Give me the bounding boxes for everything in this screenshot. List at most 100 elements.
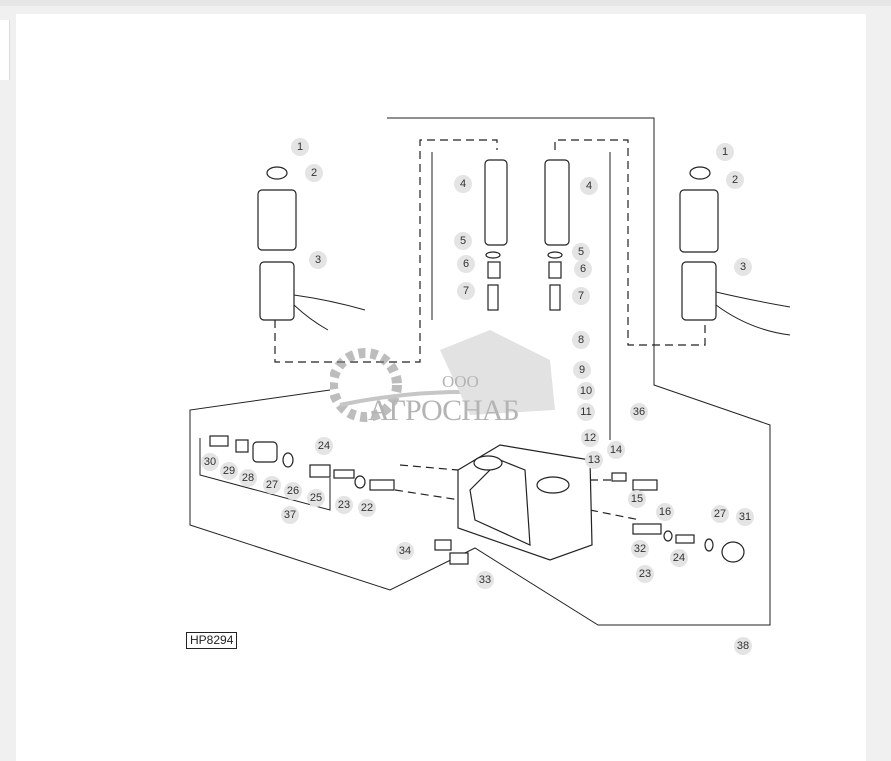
callout-number: 2 (732, 174, 738, 186)
callout-bubble (630, 403, 648, 421)
callout-number: 24 (673, 552, 685, 564)
callout-number: 2 (311, 167, 317, 179)
callout-23: 23 (335, 496, 353, 514)
callout-11: 11 (577, 403, 595, 421)
callout-bubble (307, 489, 325, 507)
callout-32: 32 (631, 540, 649, 558)
callout-38: 38 (734, 637, 752, 655)
solenoid-right (679, 166, 791, 336)
callout-6: 6 (574, 260, 592, 278)
callout-number: 5 (578, 246, 584, 258)
callout-36: 36 (630, 403, 648, 421)
callout-bubble (736, 508, 754, 526)
callout-bubble (281, 506, 299, 524)
callout-9: 9 (573, 361, 591, 379)
callout-number: 6 (580, 263, 586, 275)
callout-bubble (201, 453, 219, 471)
callout-number: 30 (204, 456, 216, 468)
callout-bubble (396, 542, 414, 560)
callout-number: 38 (737, 640, 749, 652)
callout-bubble (454, 232, 472, 250)
callout-7: 7 (457, 282, 475, 300)
gear-logo-icon (330, 330, 555, 422)
callout-number: 32 (634, 543, 646, 555)
callout-number: 6 (463, 258, 469, 270)
callout-number: 23 (338, 499, 350, 511)
callout-3: 3 (734, 258, 752, 276)
callout-3: 3 (309, 251, 327, 269)
callout-16: 16 (656, 503, 674, 521)
callout-number: 9 (579, 364, 585, 376)
callout-27: 27 (263, 476, 281, 494)
callout-bubble (335, 496, 353, 514)
callout-bubble (607, 441, 625, 459)
callout-33: 33 (476, 571, 494, 589)
callout-bubble (309, 251, 327, 269)
callout-number: 27 (714, 508, 726, 520)
callout-bubble (263, 476, 281, 494)
callout-bubble (577, 403, 595, 421)
callout-bubble (284, 482, 302, 500)
callout-number: 13 (588, 454, 600, 466)
callout-31: 31 (736, 508, 754, 526)
callout-5: 5 (454, 232, 472, 250)
callout-number: 33 (479, 574, 491, 586)
callout-bubble (726, 171, 744, 189)
callout-number: 15 (631, 493, 643, 505)
callout-number: 22 (361, 502, 373, 514)
callout-number: 10 (580, 385, 592, 397)
fittings (209, 435, 745, 565)
callout-10: 10 (577, 382, 595, 400)
callout-13: 13 (585, 451, 603, 469)
callout-34: 34 (396, 542, 414, 560)
callout-22: 22 (358, 499, 376, 517)
callout-bubble (315, 437, 333, 455)
callout-bubble (476, 571, 494, 589)
callout-number: 26 (287, 485, 299, 497)
callout-number: 28 (242, 472, 254, 484)
callout-number: 31 (739, 511, 751, 523)
callout-bubble (656, 503, 674, 521)
callout-number: 24 (318, 440, 330, 452)
callout-bubble (457, 255, 475, 273)
watermark-name: АГРОСНАБ (368, 394, 520, 427)
callout-number: 12 (584, 432, 596, 444)
callout-4: 4 (454, 175, 472, 193)
callout-15: 15 (628, 490, 646, 508)
callout-bubble (573, 361, 591, 379)
callout-number: 16 (659, 506, 671, 518)
callout-bubble (305, 164, 323, 182)
solenoid-left (257, 166, 366, 331)
callout-1: 1 (716, 143, 734, 161)
callout-8: 8 (572, 331, 590, 349)
callout-number: 25 (310, 492, 322, 504)
watermark-prefix: ООО (442, 372, 479, 391)
callout-26: 26 (284, 482, 302, 500)
callout-29: 29 (220, 462, 238, 480)
callout-bubble (457, 282, 475, 300)
callout-number: 3 (315, 254, 321, 266)
callout-number: 4 (460, 178, 466, 190)
callout-number: 7 (578, 290, 584, 302)
callout-37: 37 (281, 506, 299, 524)
callout-number: 1 (297, 141, 303, 153)
callout-bubble (572, 243, 590, 261)
callout-bubble (454, 175, 472, 193)
callout-bubble (581, 429, 599, 447)
callout-bubble (291, 138, 309, 156)
callout-6: 6 (457, 255, 475, 273)
callout-number: 37 (284, 509, 296, 521)
callout-number: 7 (463, 285, 469, 297)
top-bar (0, 0, 891, 6)
callout-bubble (716, 143, 734, 161)
callout-number: 27 (266, 479, 278, 491)
callout-bubble (628, 490, 646, 508)
callout-bubble (631, 540, 649, 558)
side-panel-edge (0, 20, 10, 80)
callout-24: 24 (670, 549, 688, 567)
callout-bubble (220, 462, 238, 480)
callout-27: 27 (711, 505, 729, 523)
valve-body (457, 444, 593, 561)
assembly-outlines (189, 117, 771, 626)
